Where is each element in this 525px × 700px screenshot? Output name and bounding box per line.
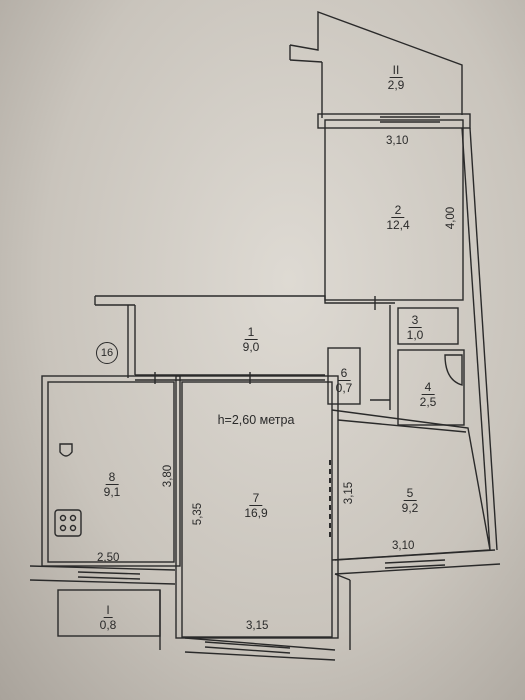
room-7-label: 7 16,9 — [244, 491, 267, 520]
room-2-number: 2 — [391, 203, 405, 218]
dim-bed5-height: 3,15 — [343, 481, 356, 505]
room-4-label: 4 2,5 — [420, 380, 437, 409]
room-7-number: 7 — [249, 491, 263, 506]
room-5-area: 9,2 — [401, 501, 419, 515]
room-5-label: 5 9,2 — [402, 486, 419, 515]
room-ii-number: II — [389, 63, 403, 78]
room-i-number: I — [103, 603, 113, 618]
room-i-label: I 0,8 — [100, 603, 117, 632]
room-i-area: 0,8 — [99, 618, 117, 632]
room-5-number: 5 — [403, 486, 417, 501]
room-8-number: 8 — [105, 470, 119, 485]
room-4-area: 2,5 — [419, 395, 437, 409]
room-3-outline — [397, 307, 459, 345]
room-1-area: 9,0 — [242, 340, 260, 354]
room-1-number: 1 — [244, 325, 258, 340]
room-5-outline — [331, 409, 491, 561]
floor-tag: 16 — [96, 342, 118, 364]
dim-kitchen-height: 3,80 — [162, 464, 175, 488]
dim-living-height: 5,35 — [192, 502, 205, 526]
room-4-number: 4 — [421, 380, 435, 395]
corridor-outline — [95, 295, 395, 304]
ceiling-height: h=2,60 метра — [217, 413, 295, 427]
room-6-area: 0,7 — [335, 381, 353, 395]
room-4-outline — [397, 349, 465, 426]
room-8-outline — [41, 375, 181, 567]
dim-living-width: 3,15 — [246, 620, 269, 632]
room-3-area: 1,0 — [406, 328, 424, 342]
room-2-area: 12,4 — [386, 218, 410, 232]
room-3-label: 3 1,0 — [407, 313, 424, 342]
room-2-outline — [324, 119, 464, 301]
room-1-label: 1 9,0 — [243, 325, 260, 354]
room-7-area: 16,9 — [244, 506, 268, 520]
room-2-label: 2 12,4 — [386, 203, 409, 232]
room-6-label: 6 0,7 — [336, 366, 353, 395]
room-7-outline — [181, 381, 333, 638]
dim-right-height: 4,00 — [445, 206, 458, 230]
dim-bed5-width: 3,10 — [392, 540, 415, 552]
room-3-number: 3 — [408, 313, 422, 328]
room-8-area: 9,1 — [103, 485, 121, 499]
dim-top-width: 3,10 — [386, 135, 409, 147]
room-ii-label: II 2,9 — [388, 63, 405, 92]
room-8-label: 8 9,1 — [104, 470, 121, 499]
room-ii-area: 2,9 — [387, 78, 405, 92]
room-6-number: 6 — [337, 366, 351, 381]
dim-kitchen-width: 2,50 — [97, 552, 120, 564]
balcony-ii-outline — [289, 10, 463, 115]
